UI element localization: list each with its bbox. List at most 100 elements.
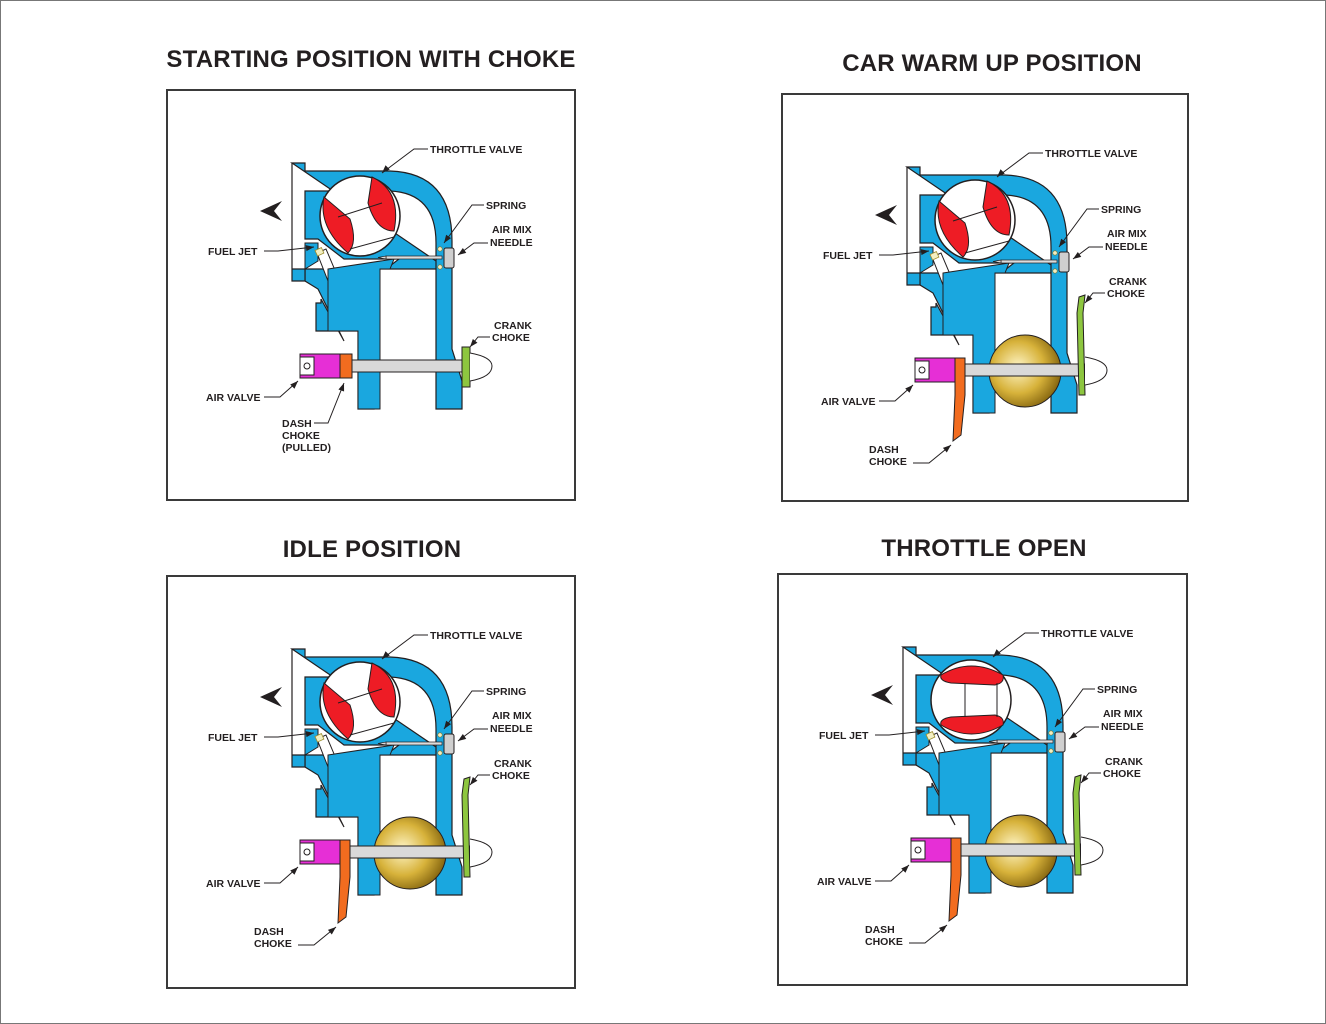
label-dash-choke-2: CHOKE bbox=[869, 456, 907, 468]
arrow-icon bbox=[1085, 294, 1093, 303]
needle-knob-icon bbox=[443, 247, 455, 269]
crank-choke bbox=[461, 776, 493, 878]
label-throttle-valve: THROTTLE VALVE bbox=[1045, 148, 1137, 160]
label-air-mix-needle-2: NEEDLE bbox=[490, 237, 533, 249]
throat-column bbox=[327, 258, 395, 410]
label-throttle-valve: THROTTLE VALVE bbox=[430, 630, 522, 642]
dash-choke-lever bbox=[337, 839, 351, 925]
label-air-mix-needle: AIR MIX bbox=[1103, 708, 1143, 720]
panel-title-starting: STARTING POSITION WITH CHOKE bbox=[166, 46, 576, 73]
crank-choke bbox=[461, 346, 493, 388]
arrow-icon bbox=[1069, 731, 1078, 739]
throttle-plate-bottom bbox=[322, 196, 354, 254]
fuel-jet-icon bbox=[314, 733, 325, 743]
arrow-icon bbox=[327, 927, 336, 935]
crank-choke-lever bbox=[461, 346, 471, 388]
arrow-icon bbox=[305, 731, 314, 738]
label-spring: SPRING bbox=[486, 200, 526, 212]
panel-title-warmup: CAR WARM UP POSITION bbox=[842, 50, 1142, 77]
label-air-mix-needle-2: NEEDLE bbox=[490, 723, 533, 735]
leader-throttle-valve bbox=[992, 632, 1039, 658]
arrow-icon bbox=[290, 867, 298, 875]
arrow-icon bbox=[1055, 718, 1063, 727]
label-dash-choke: DASH bbox=[254, 926, 284, 938]
throttle-plate-top bbox=[940, 665, 1004, 686]
crank-choke-lever bbox=[1072, 774, 1082, 876]
arrow-icon bbox=[942, 445, 951, 453]
needle-shaft bbox=[1000, 259, 1058, 264]
arrow-icon bbox=[382, 165, 390, 173]
throttle-plate-top bbox=[367, 662, 397, 718]
panel-title-idle: IDLE POSITION bbox=[282, 536, 462, 563]
crank-choke-cap bbox=[469, 352, 493, 382]
airflow-arrow-icon bbox=[260, 687, 282, 707]
air-mix-needle bbox=[377, 246, 455, 270]
leader-throttle-valve bbox=[996, 152, 1043, 178]
air-mix-needle bbox=[992, 250, 1070, 274]
body-flange bbox=[906, 167, 921, 286]
spring-icon bbox=[1048, 730, 1054, 736]
leader-throttle-valve bbox=[381, 148, 428, 174]
arrow-icon bbox=[305, 245, 314, 252]
label-crank-choke: CRANK bbox=[1105, 756, 1143, 768]
throttle-valve bbox=[319, 175, 401, 257]
needle-knob-icon bbox=[1054, 731, 1066, 753]
arrow-icon bbox=[338, 383, 345, 392]
label-air-mix-needle-2: NEEDLE bbox=[1105, 241, 1148, 253]
needle-knob-icon bbox=[443, 733, 455, 755]
arrow-icon bbox=[901, 865, 909, 873]
label-spring: SPRING bbox=[1097, 684, 1137, 696]
label-spring: SPRING bbox=[1101, 204, 1141, 216]
crank-choke bbox=[1076, 294, 1108, 396]
label-dash-choke: DASH bbox=[869, 444, 899, 456]
throttle-valve bbox=[934, 179, 1016, 261]
arrow-icon bbox=[458, 247, 467, 255]
label-air-mix-needle: AIR MIX bbox=[492, 710, 532, 722]
label-dash-choke: DASH bbox=[865, 924, 895, 936]
arrow-icon bbox=[920, 249, 929, 256]
spring-icon bbox=[1052, 250, 1058, 256]
dash-choke-lever bbox=[948, 837, 962, 923]
airflow-arrow-icon bbox=[871, 685, 893, 705]
arrow-icon bbox=[470, 338, 478, 347]
label-crank-choke-2: CHOKE bbox=[1107, 288, 1145, 300]
arrow-icon bbox=[458, 733, 467, 741]
label-crank-choke-2: CHOKE bbox=[492, 770, 530, 782]
crank-choke-cap bbox=[1080, 836, 1104, 866]
label-air-valve: AIR VALVE bbox=[206, 392, 260, 404]
arrow-icon bbox=[938, 925, 947, 933]
label-crank-choke-2: CHOKE bbox=[1103, 768, 1141, 780]
label-dash-choke-2: CHOKE bbox=[865, 936, 903, 948]
label-crank-choke: CRANK bbox=[494, 758, 532, 770]
body-flange bbox=[291, 649, 306, 768]
leader-throttle-valve bbox=[381, 634, 428, 660]
needle-shaft bbox=[385, 741, 443, 746]
body-flange bbox=[291, 163, 306, 282]
dash-choke bbox=[948, 837, 962, 923]
label-air-valve: AIR VALVE bbox=[206, 878, 260, 890]
arrow-icon bbox=[290, 381, 298, 389]
label-fuel-jet: FUEL JET bbox=[823, 250, 873, 262]
label-crank-choke: CRANK bbox=[494, 320, 532, 332]
arrow-icon bbox=[997, 169, 1005, 177]
label-air-mix-needle: AIR MIX bbox=[1107, 228, 1147, 240]
label-dash-choke-2: CHOKE bbox=[282, 430, 320, 442]
spring-icon bbox=[437, 246, 443, 252]
crank-choke-lever bbox=[461, 776, 471, 878]
label-spring: SPRING bbox=[486, 686, 526, 698]
arrow-icon bbox=[382, 651, 390, 659]
throttle-plate-top bbox=[982, 180, 1012, 236]
label-throttle-valve: THROTTLE VALVE bbox=[1041, 628, 1133, 640]
needle-knob-icon bbox=[1058, 251, 1070, 273]
panel-title-throttle-open: THROTTLE OPEN bbox=[881, 535, 1087, 562]
airflow-arrow-icon bbox=[260, 201, 282, 221]
